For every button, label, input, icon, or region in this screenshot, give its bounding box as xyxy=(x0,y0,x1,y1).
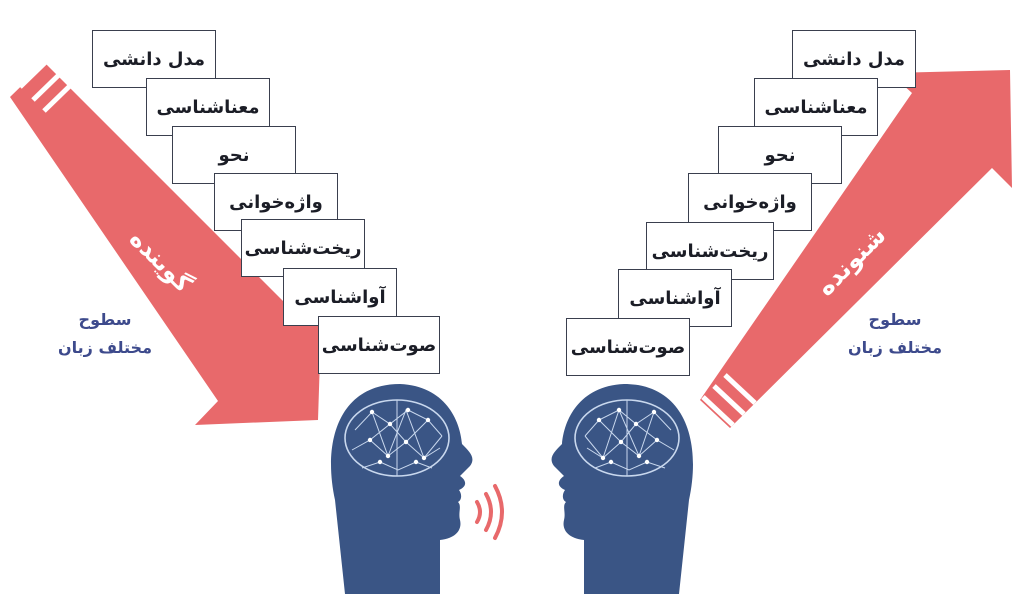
listener-level-phonology: آواشناسی xyxy=(618,269,732,327)
listener-levels-label-line1: سطوح xyxy=(868,310,922,329)
speaker-level-phonetics: صوت‌شناسی xyxy=(318,316,440,374)
speaker-levels-label-line1: سطوح xyxy=(78,310,132,329)
sound-waves-icon xyxy=(475,484,504,540)
speaker-arrow: گوینده xyxy=(10,51,322,425)
listener-level-lexicon: واژه‌خوانی xyxy=(688,173,812,231)
speaker-levels-label: سطوح مختلف زبان xyxy=(40,306,170,362)
listener-levels-label-line2: مختلف زبان xyxy=(847,338,942,357)
speaker-brain-icon xyxy=(344,399,450,477)
listener-head xyxy=(551,384,693,594)
speaker-level-morphology: ریخت‌شناسی xyxy=(241,219,365,277)
speaker-head xyxy=(331,384,473,594)
listener-level-phonetics: صوت‌شناسی xyxy=(566,318,690,376)
listener-levels-label: سطوح مختلف زبان xyxy=(830,306,960,362)
speaker-levels-label-line2: مختلف زبان xyxy=(57,338,152,357)
listener-brain-icon xyxy=(574,399,680,477)
